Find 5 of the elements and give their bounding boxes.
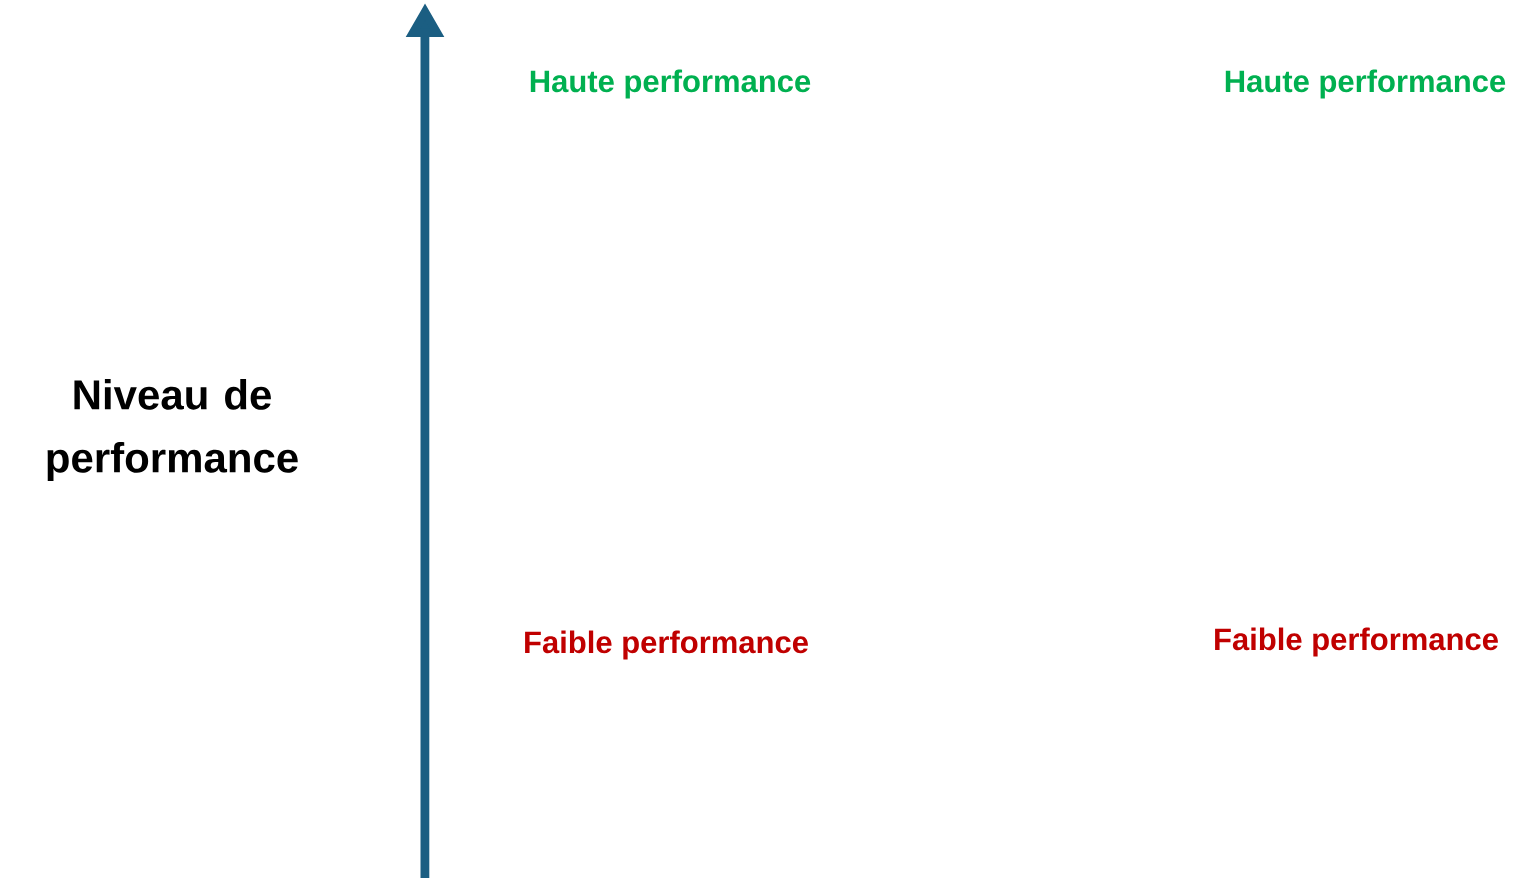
level-label: Haute performance [530,69,811,99]
level-label: Faible performance [1215,627,1498,657]
level-label: Haute performance [1225,69,1506,99]
axis-title: Niveau de performance [47,378,298,482]
level-label: Faible performance [525,630,808,660]
